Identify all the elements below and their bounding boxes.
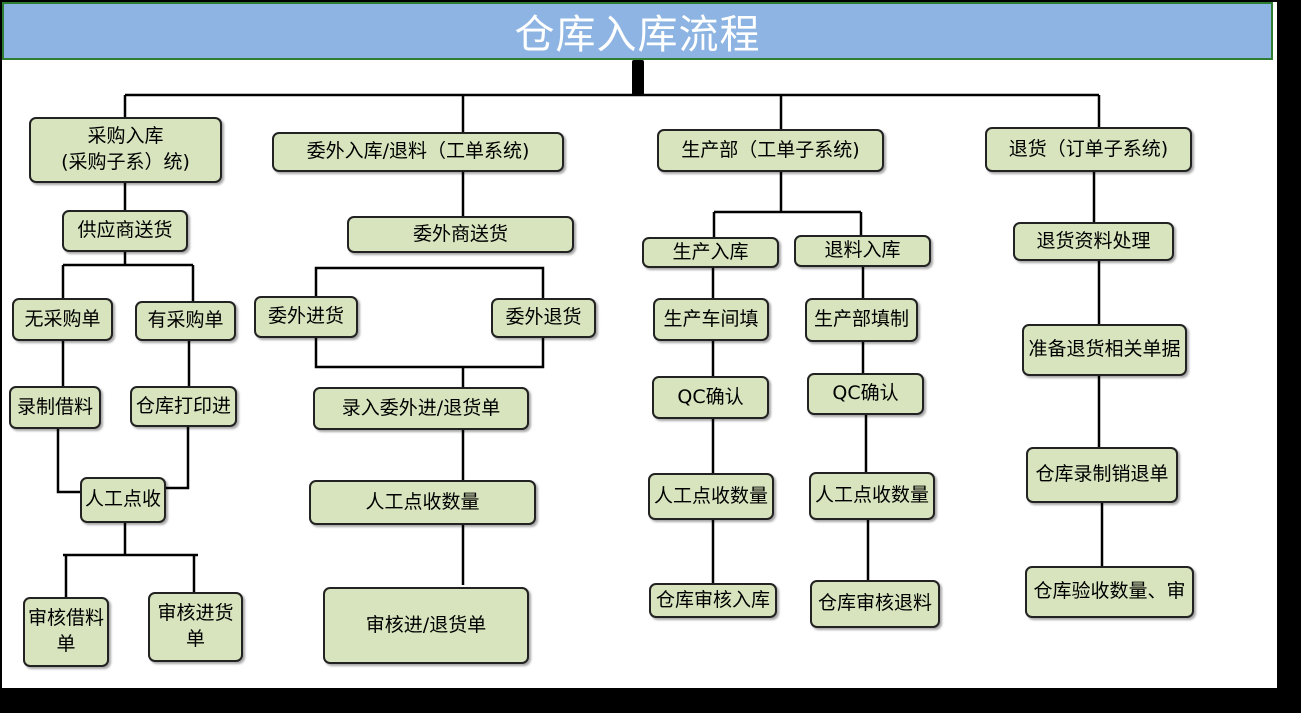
node-qc-2: QC确认: [807, 373, 924, 415]
node-has-po: 有采购单: [135, 301, 236, 341]
node-supplier-delivery: 供应商送货: [62, 210, 188, 252]
node-label: 仓库录制销退单: [1035, 463, 1169, 486]
node-label: 生产部填制: [813, 308, 909, 331]
node-label: 退货资料处理: [1036, 229, 1151, 252]
node-label: 人工点收: [84, 488, 161, 511]
node-outsource-in: 委外入库/退料（工单系统): [272, 132, 564, 172]
node-return-material-in: 退料入库: [794, 235, 931, 267]
node-audit-borrow: 审核借料 单: [23, 597, 109, 667]
node-prepare-return-docs: 准备退货相关单据: [1022, 324, 1187, 376]
node-wh-print: 仓库打印进: [130, 386, 237, 427]
page-title: 仓库入库流程: [514, 12, 761, 58]
node-label: 准备退货相关单据: [1028, 338, 1181, 361]
node-label: 审核借料 单: [27, 607, 104, 655]
node-label: 录入委外进/退货单: [341, 396, 501, 419]
node-label: 人工点收数量: [814, 484, 929, 507]
node-manual-count-qty-2: 人工点收数量: [648, 473, 774, 520]
node-label: 委外退货: [505, 306, 582, 329]
node-no-po: 无采购单: [12, 298, 113, 341]
title-banner: 仓库入库流程: [2, 2, 1273, 60]
node-label: 审核进货 单: [157, 602, 234, 650]
node-wh-record-return: 仓库录制销退单: [1026, 447, 1178, 503]
node-wh-audit-return: 仓库审核退料: [810, 580, 940, 628]
node-outsource-receipt: 委外进货: [254, 296, 358, 338]
node-label: QC确认: [677, 385, 744, 408]
node-label: 人工点收数量: [365, 490, 480, 513]
node-purchase-in: 采购入库 (采购子系）统): [29, 117, 222, 183]
node-audit-in: 审核进货 单: [148, 592, 243, 662]
node-outsource-delivery: 委外商送货: [347, 216, 574, 253]
node-label: 供应商送货: [77, 219, 173, 242]
node-label: QC确认: [832, 382, 899, 405]
node-label: 委外进货: [267, 305, 344, 328]
node-production-dept: 生产部（工单子系统): [657, 129, 884, 172]
node-workshop-fill: 生产车间填: [653, 298, 769, 341]
node-label: 仓库审核入库: [655, 588, 770, 611]
node-label: 生产部（工单子系统): [681, 138, 860, 161]
node-label: 生产车间填: [663, 307, 759, 330]
node-label: 生产入库: [672, 240, 749, 263]
node-label: 录制借料: [16, 395, 93, 418]
node-label: 退料入库: [824, 239, 901, 262]
node-label: 仓库打印进: [135, 394, 231, 417]
node-wh-inspect: 仓库验收数量、审: [1025, 566, 1194, 618]
node-label: 无采购单: [24, 307, 101, 330]
node-enter-outsource-doc: 录入委外进/退货单: [313, 387, 529, 430]
node-production-in: 生产入库: [642, 237, 779, 268]
node-return-processing: 退货资料处理: [1013, 222, 1174, 261]
node-label: 仓库审核退料: [817, 592, 932, 615]
node-dept-fill: 生产部填制: [805, 298, 918, 342]
node-manual-count-qty-3: 人工点收数量: [809, 472, 935, 520]
node-label: 仓库验收数量、审: [1033, 580, 1186, 603]
node-manual-count-1: 人工点收: [80, 477, 166, 523]
node-label: 委外入库/退料（工单系统): [306, 140, 530, 163]
node-qc-1: QC确认: [652, 376, 769, 419]
node-outsource-return: 委外退货: [491, 298, 596, 338]
node-label: 有采购单: [147, 309, 224, 332]
node-label: 委外商送货: [412, 222, 508, 245]
node-label: 采购入库 (采购子系）统): [61, 125, 190, 173]
node-label: 人工点收数量: [653, 484, 768, 507]
node-label: 审核进/退货单: [365, 613, 487, 636]
node-wh-audit-in: 仓库审核入库: [649, 583, 777, 618]
node-label: 退货（订单子系统): [1008, 137, 1169, 160]
node-manual-count-qty: 人工点收数量: [309, 480, 536, 525]
node-audit-in-return: 审核进/退货单: [323, 587, 529, 664]
node-sales-return: 退货（订单子系统): [985, 127, 1192, 172]
node-record-borrow: 录制借料: [9, 386, 101, 429]
